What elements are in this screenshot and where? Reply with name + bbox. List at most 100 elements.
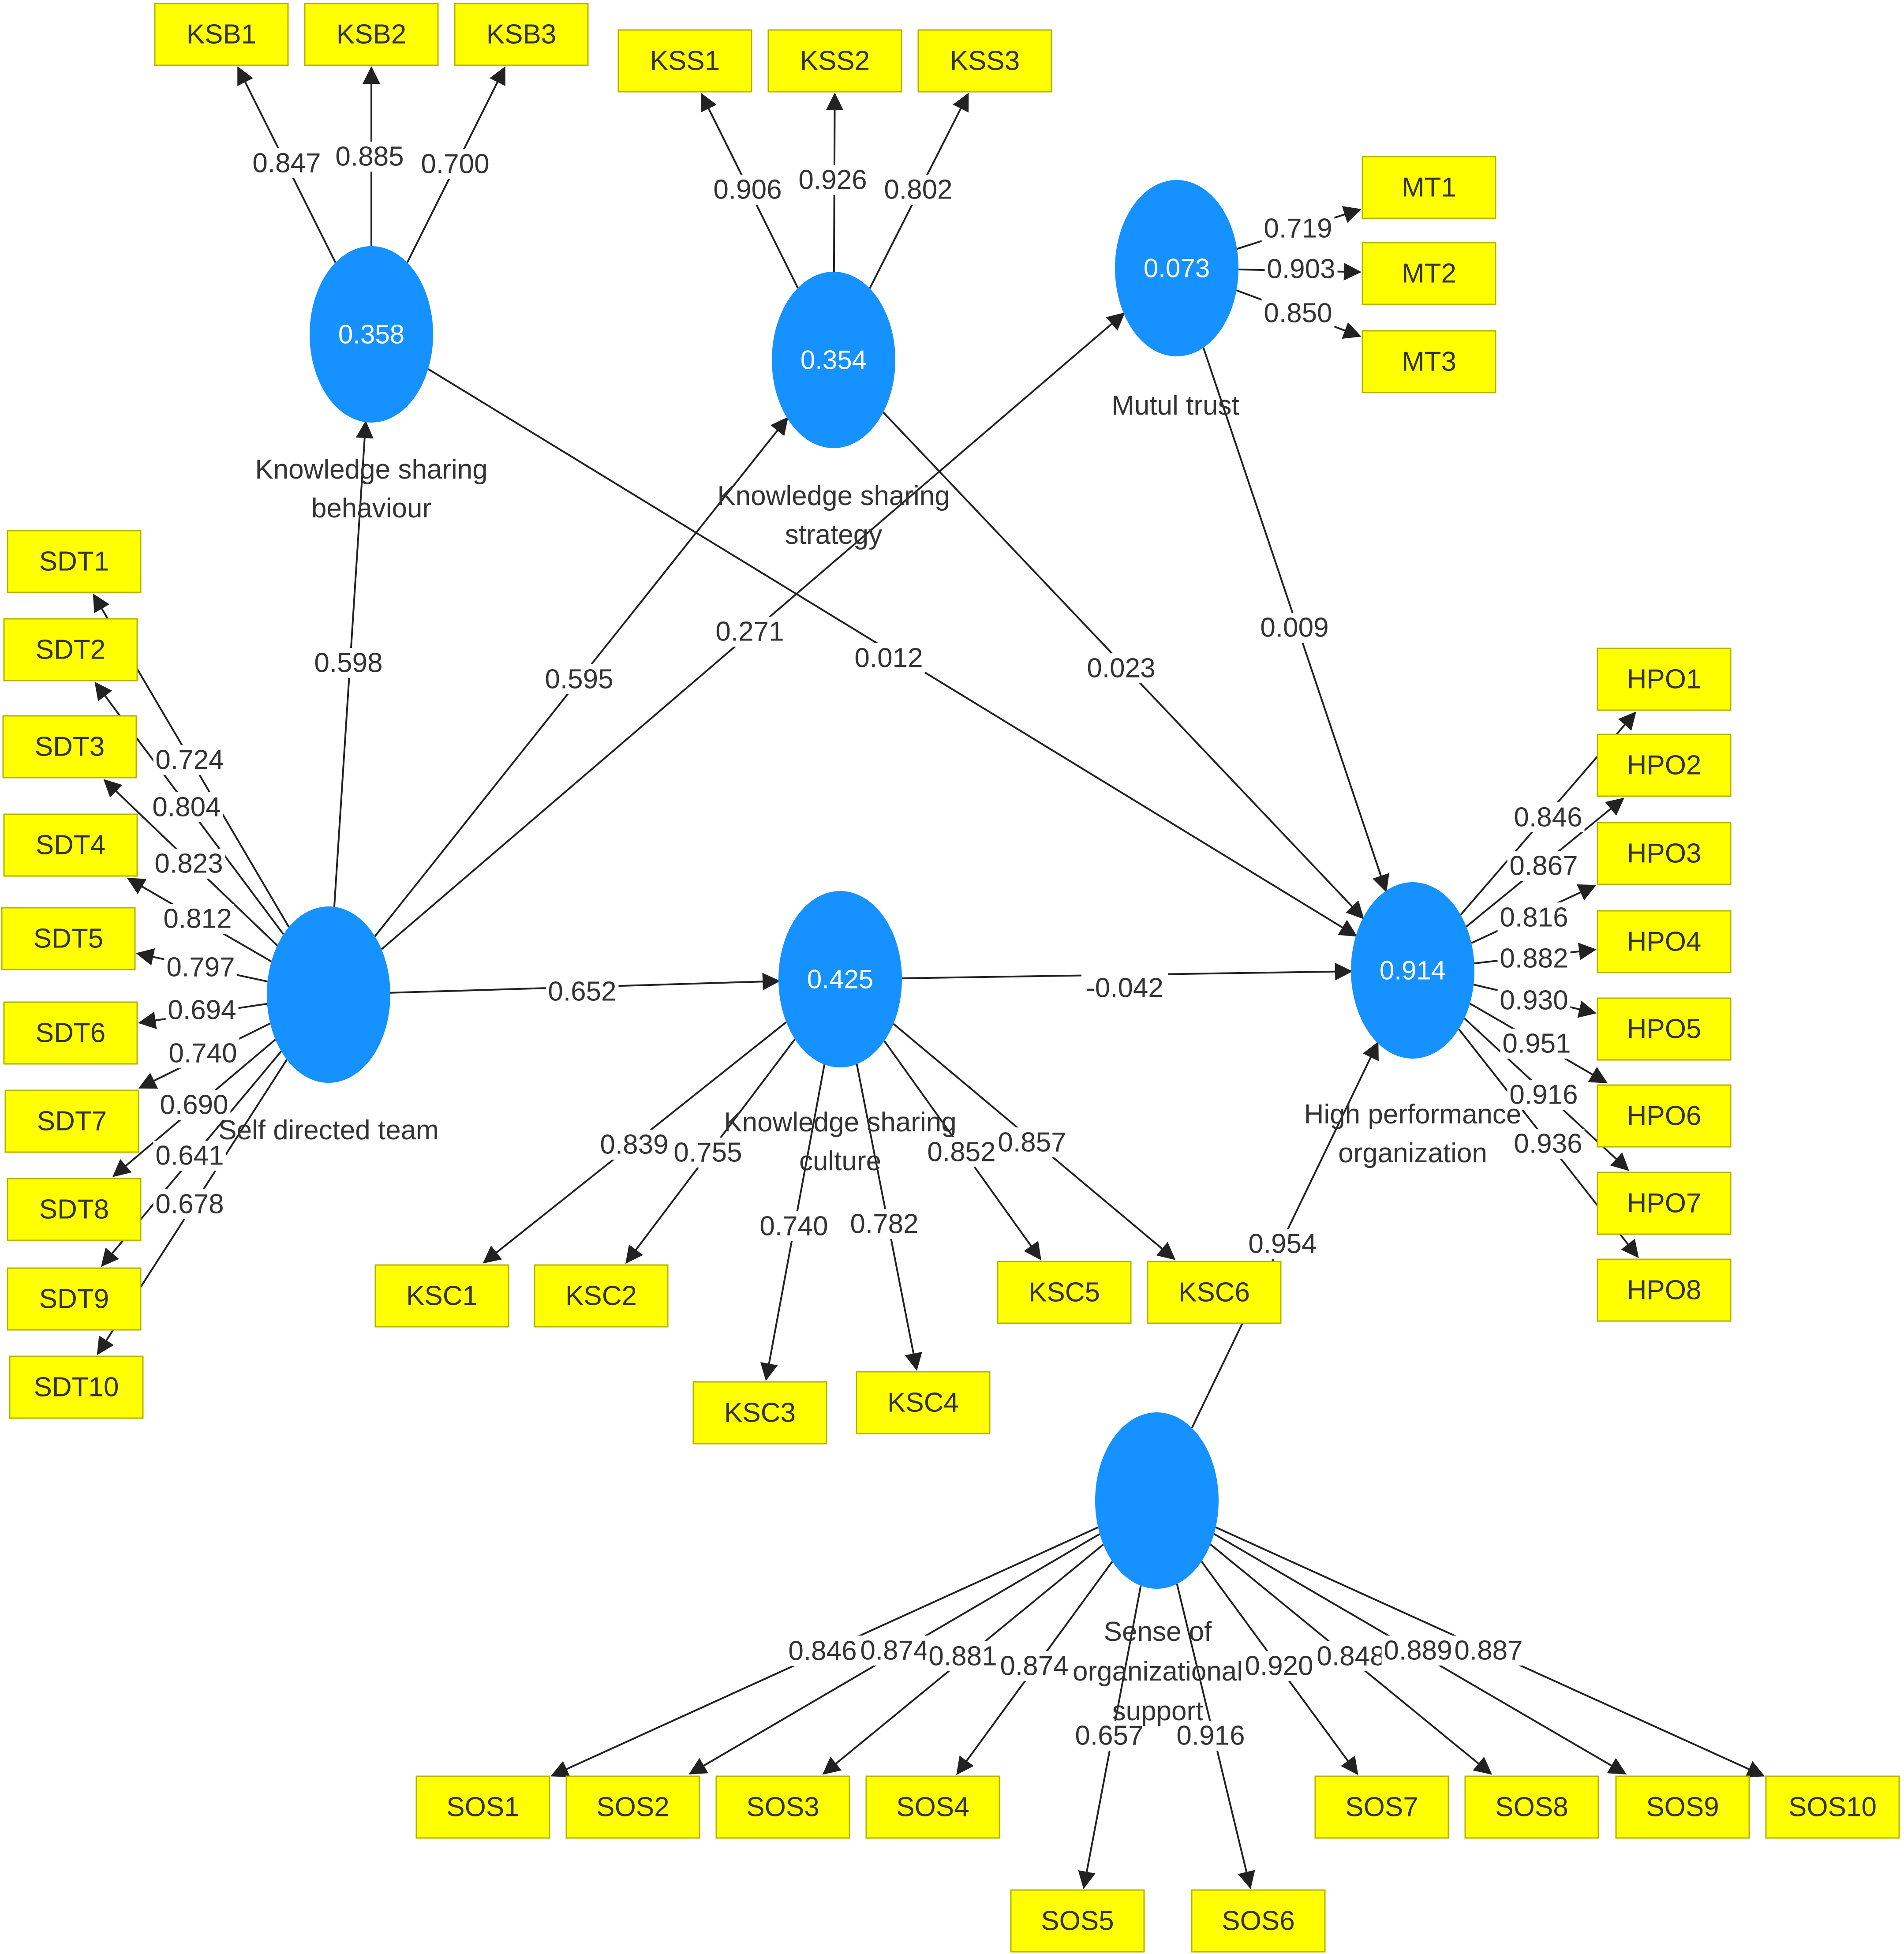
indicator-ksc4[interactable]: KSC4 <box>856 1371 991 1434</box>
indicator-ksb2[interactable]: KSB2 <box>304 3 439 66</box>
loading-sdt5: 0.797 <box>164 952 237 983</box>
path-coef-ksb-hpo-text: 0.012 <box>854 643 923 674</box>
indicator-sos6[interactable]: SOS6 <box>1191 1889 1326 1953</box>
indicator-label: HPO4 <box>1627 927 1702 957</box>
indicator-label: KSC1 <box>406 1281 478 1311</box>
indicator-sdt8[interactable]: SDT8 <box>7 1178 142 1241</box>
indicator-label: SDT10 <box>34 1372 119 1403</box>
loading-sdt7-text: 0.740 <box>168 1038 237 1069</box>
indicator-sos10[interactable]: SOS10 <box>1765 1775 1900 1839</box>
indicator-kss1[interactable]: KSS1 <box>617 29 752 93</box>
indicator-kss3[interactable]: KSS3 <box>917 29 1052 93</box>
r-squared-value: 0.354 <box>801 345 867 375</box>
indicator-sos4[interactable]: SOS4 <box>865 1775 1000 1839</box>
loading-sos2: 0.874 <box>858 1636 931 1666</box>
indicator-sdt10[interactable]: SDT10 <box>9 1355 144 1419</box>
indicator-hpo6[interactable]: HPO6 <box>1597 1084 1732 1148</box>
loading-mt3-text: 0.850 <box>1264 298 1332 329</box>
indicator-sdt4[interactable]: SDT4 <box>3 813 138 877</box>
loading-hpo4: 0.882 <box>1497 943 1571 974</box>
indicator-label: SDT6 <box>36 1018 105 1048</box>
indicator-label: SOS6 <box>1222 1906 1294 1936</box>
construct-knowledge-sharing-strategy[interactable]: 0.354 <box>772 272 895 448</box>
indicator-ksc1[interactable]: KSC1 <box>374 1264 509 1328</box>
indicator-label: MT1 <box>1402 172 1456 203</box>
indicator-sos9[interactable]: SOS9 <box>1615 1775 1750 1839</box>
indicator-label: KSB3 <box>486 19 557 50</box>
indicator-label: KSC4 <box>887 1388 959 1418</box>
indicator-sdt2[interactable]: SDT2 <box>3 618 138 681</box>
path-coef-ksc-hpo: -0.042 <box>1081 973 1168 1003</box>
construct-sense-of-organizational-support[interactable] <box>1095 1412 1219 1589</box>
construct-knowledge-sharing-culture[interactable]: 0.425 <box>778 891 902 1067</box>
indicator-hpo7[interactable]: HPO7 <box>1597 1172 1732 1235</box>
indicator-sdt6[interactable]: SDT6 <box>3 1001 138 1065</box>
indicator-label: HPO7 <box>1627 1188 1702 1219</box>
indicator-label: SDT7 <box>37 1106 107 1137</box>
loading-sdt2: 0.804 <box>150 792 223 823</box>
indicator-hpo8[interactable]: HPO8 <box>1597 1258 1732 1322</box>
indicator-ksc3[interactable]: KSC3 <box>692 1381 827 1445</box>
indicator-hpo2[interactable]: HPO2 <box>1597 734 1732 797</box>
loading-ksb2-text: 0.885 <box>335 142 404 172</box>
indicator-label: HPO3 <box>1627 838 1702 869</box>
indicator-sos7[interactable]: SOS7 <box>1314 1775 1449 1839</box>
indicator-hpo1[interactable]: HPO1 <box>1597 648 1732 711</box>
construct-mutul-trust[interactable]: 0.073 <box>1115 180 1238 356</box>
indicator-kss2[interactable]: KSS2 <box>767 29 902 93</box>
loading-mt1-text: 0.719 <box>1264 213 1332 244</box>
indicator-label: HPO6 <box>1627 1101 1702 1131</box>
loading-mt1: 0.719 <box>1261 213 1335 244</box>
indicator-label: SOS4 <box>896 1792 969 1823</box>
indicator-sdt9[interactable]: SDT9 <box>7 1267 142 1331</box>
loading-hpo3-text: 0.816 <box>1500 902 1568 933</box>
indicator-mt1[interactable]: MT1 <box>1362 156 1496 219</box>
loading-sdt6: 0.694 <box>165 995 239 1026</box>
loading-ksb3: 0.700 <box>419 149 492 180</box>
indicator-hpo5[interactable]: HPO5 <box>1597 997 1732 1061</box>
indicator-sos1[interactable]: SOS1 <box>415 1775 550 1839</box>
indicator-sdt5[interactable]: SDT5 <box>1 907 136 970</box>
path-coef-ksc-hpo-text: -0.042 <box>1086 973 1163 1003</box>
indicator-sdt1[interactable]: SDT1 <box>7 530 142 593</box>
indicator-ksb3[interactable]: KSB3 <box>454 3 589 66</box>
indicator-sdt7[interactable]: SDT7 <box>4 1089 139 1153</box>
loading-hpo5: 0.930 <box>1497 985 1571 1016</box>
construct-high-performance-organization[interactable]: 0.914 <box>1351 882 1474 1059</box>
construct-knowledge-sharing-behaviour[interactable]: 0.358 <box>310 246 433 423</box>
path-coef-sdt-ksb-text: 0.598 <box>314 648 382 678</box>
loading-ksc6: 0.857 <box>995 1127 1069 1158</box>
indicator-ksc2[interactable]: KSC2 <box>534 1264 669 1328</box>
path-coef-sdt-kss: 0.595 <box>542 664 616 695</box>
indicator-ksc6[interactable]: KSC6 <box>1147 1261 1282 1324</box>
loading-hpo7: 0.916 <box>1507 1080 1580 1110</box>
path-coef-sdt-ksc-text: 0.652 <box>548 977 616 1007</box>
indicator-label: KSC6 <box>1178 1277 1250 1308</box>
indicator-label: HPO2 <box>1627 750 1702 781</box>
indicator-sos5[interactable]: SOS5 <box>1010 1889 1145 1953</box>
construct-name-line: culture <box>799 1146 881 1176</box>
indicator-label: HPO1 <box>1627 664 1702 695</box>
loading-sdt4: 0.812 <box>161 904 234 934</box>
loading-ksc6-text: 0.857 <box>998 1127 1066 1158</box>
loading-sdt1-text: 0.724 <box>155 745 224 775</box>
indicator-sdt3[interactable]: SDT3 <box>2 715 137 779</box>
indicator-sos2[interactable]: SOS2 <box>565 1775 700 1839</box>
indicator-sos3[interactable]: SOS3 <box>715 1775 850 1839</box>
indicator-hpo3[interactable]: HPO3 <box>1597 822 1732 885</box>
indicator-sos8[interactable]: SOS8 <box>1464 1775 1599 1839</box>
indicator-mt3[interactable]: MT3 <box>1362 330 1496 393</box>
indicator-label: SOS8 <box>1495 1792 1568 1823</box>
loading-sdt3-text: 0.823 <box>154 849 223 879</box>
indicator-mt2[interactable]: MT2 <box>1362 242 1496 305</box>
loading-ksb3-text: 0.700 <box>421 149 489 180</box>
construct-name-line: behaviour <box>311 493 431 524</box>
indicator-ksc5[interactable]: KSC5 <box>997 1261 1132 1324</box>
indicator-ksb1[interactable]: KSB1 <box>154 3 289 66</box>
indicator-hpo4[interactable]: HPO4 <box>1597 910 1732 973</box>
indicator-label: MT2 <box>1402 258 1456 289</box>
construct-name-line: Sense of <box>1104 1617 1212 1647</box>
construct-self-directed-team[interactable] <box>267 906 390 1083</box>
indicator-label: SDT8 <box>39 1194 109 1225</box>
loading-ksc3: 0.740 <box>757 1211 830 1242</box>
